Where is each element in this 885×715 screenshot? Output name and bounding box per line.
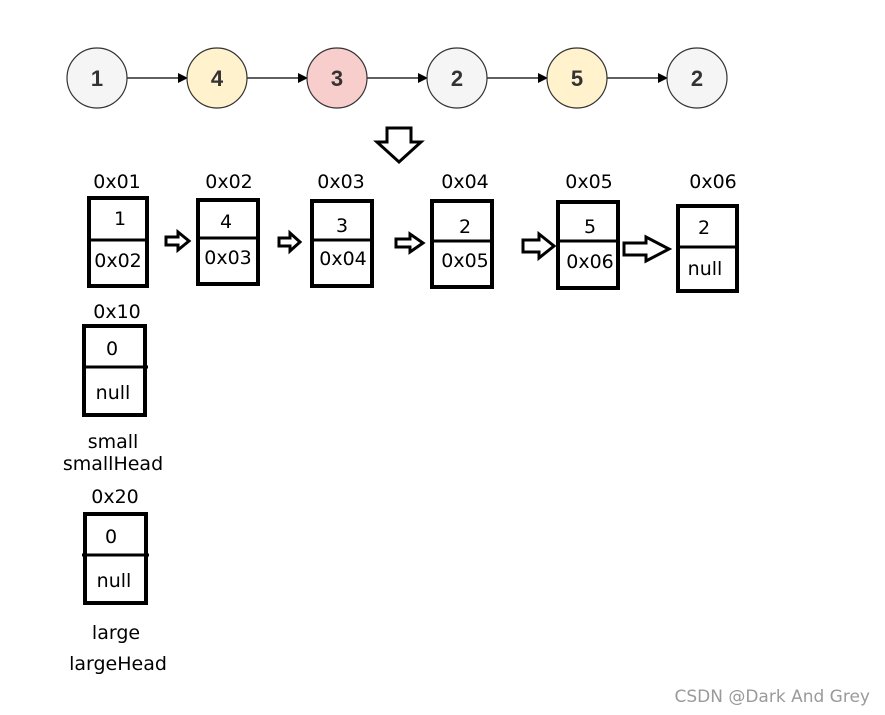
memory-node: 0x01 1 0x02 bbox=[87, 171, 149, 288]
node-next: null bbox=[97, 570, 132, 592]
chain-circle bbox=[426, 47, 488, 109]
chain-node-4: 2 bbox=[426, 47, 488, 109]
right-arrow-icon bbox=[394, 231, 426, 255]
right-arrow-icon bbox=[164, 228, 192, 254]
chain-circle bbox=[306, 47, 368, 109]
node-box bbox=[310, 199, 374, 288]
small-label: small bbox=[88, 431, 139, 453]
node-value: 0 bbox=[106, 338, 118, 360]
large-label: large bbox=[92, 622, 140, 644]
node-box bbox=[83, 512, 148, 605]
memory-node: 0x03 3 0x04 bbox=[310, 171, 374, 288]
node-address: 0x03 bbox=[317, 171, 365, 193]
node-value: 1 bbox=[114, 208, 126, 230]
node-next: null bbox=[96, 382, 131, 404]
node-address: 0x06 bbox=[689, 171, 737, 193]
right-arrow-icon bbox=[521, 230, 557, 262]
node-next: 0x06 bbox=[566, 251, 614, 273]
node-next: 0x03 bbox=[204, 247, 252, 269]
chain-circle bbox=[66, 47, 128, 109]
chain-value: 2 bbox=[691, 66, 703, 91]
chain-circle bbox=[186, 47, 248, 109]
large-head-label: largeHead bbox=[69, 653, 167, 675]
node-box bbox=[82, 324, 147, 417]
chain-value: 2 bbox=[451, 66, 463, 91]
down-arrow-icon bbox=[373, 126, 425, 165]
small-address: 0x10 bbox=[93, 301, 141, 323]
node-value: 3 bbox=[336, 215, 348, 237]
node-address: 0x01 bbox=[93, 171, 141, 193]
circle-chain: 1 4 3 2 5 2 bbox=[66, 47, 728, 109]
chain-value: 4 bbox=[211, 66, 224, 91]
chain-circle bbox=[666, 47, 728, 109]
node-value: 5 bbox=[584, 216, 596, 238]
memory-nodes: 0x01 1 0x02 0x02 4 0x03 0x03 3 0x04 0x04 bbox=[87, 171, 739, 293]
node-box bbox=[430, 199, 494, 289]
chain-node-2: 4 bbox=[186, 47, 248, 109]
node-address: 0x05 bbox=[565, 171, 613, 193]
large-node: 0x20 0 null large largeHead bbox=[69, 486, 167, 675]
memory-node: 0x04 2 0x05 bbox=[430, 171, 494, 289]
small-head-label: smallHead bbox=[63, 453, 163, 475]
node-next: 0x05 bbox=[441, 250, 489, 272]
node-next: 0x04 bbox=[319, 248, 367, 270]
node-box bbox=[87, 196, 149, 288]
chain-value: 5 bbox=[571, 66, 583, 91]
node-box bbox=[556, 200, 620, 290]
node-value: 2 bbox=[698, 217, 710, 239]
chain-value: 3 bbox=[331, 66, 343, 91]
memory-node: 0x06 2 null bbox=[676, 171, 739, 293]
large-address: 0x20 bbox=[91, 486, 139, 508]
pointer-arrows bbox=[164, 228, 673, 264]
right-arrow-icon bbox=[622, 234, 673, 264]
chain-value: 1 bbox=[91, 66, 103, 91]
memory-node: 0x02 4 0x03 bbox=[196, 171, 260, 286]
chain-node-1: 1 bbox=[66, 47, 128, 109]
chain-node-6: 2 bbox=[666, 47, 728, 109]
memory-node: 0x05 5 0x06 bbox=[556, 171, 620, 290]
chain-node-3: 3 bbox=[306, 47, 368, 109]
node-next: null bbox=[688, 258, 723, 280]
chain-circle bbox=[546, 47, 608, 109]
node-next: 0x02 bbox=[94, 250, 142, 272]
chain-node-5: 5 bbox=[546, 47, 608, 109]
node-address: 0x02 bbox=[205, 171, 253, 193]
node-value: 4 bbox=[220, 211, 232, 233]
small-node: 0x10 0 null small smallHead bbox=[63, 301, 163, 475]
node-value: 2 bbox=[459, 216, 471, 238]
right-arrow-icon bbox=[277, 229, 303, 255]
watermark: CSDN @Dark And Grey bbox=[674, 687, 870, 707]
node-value: 0 bbox=[105, 526, 117, 548]
node-address: 0x04 bbox=[441, 171, 489, 193]
node-box bbox=[196, 198, 260, 286]
